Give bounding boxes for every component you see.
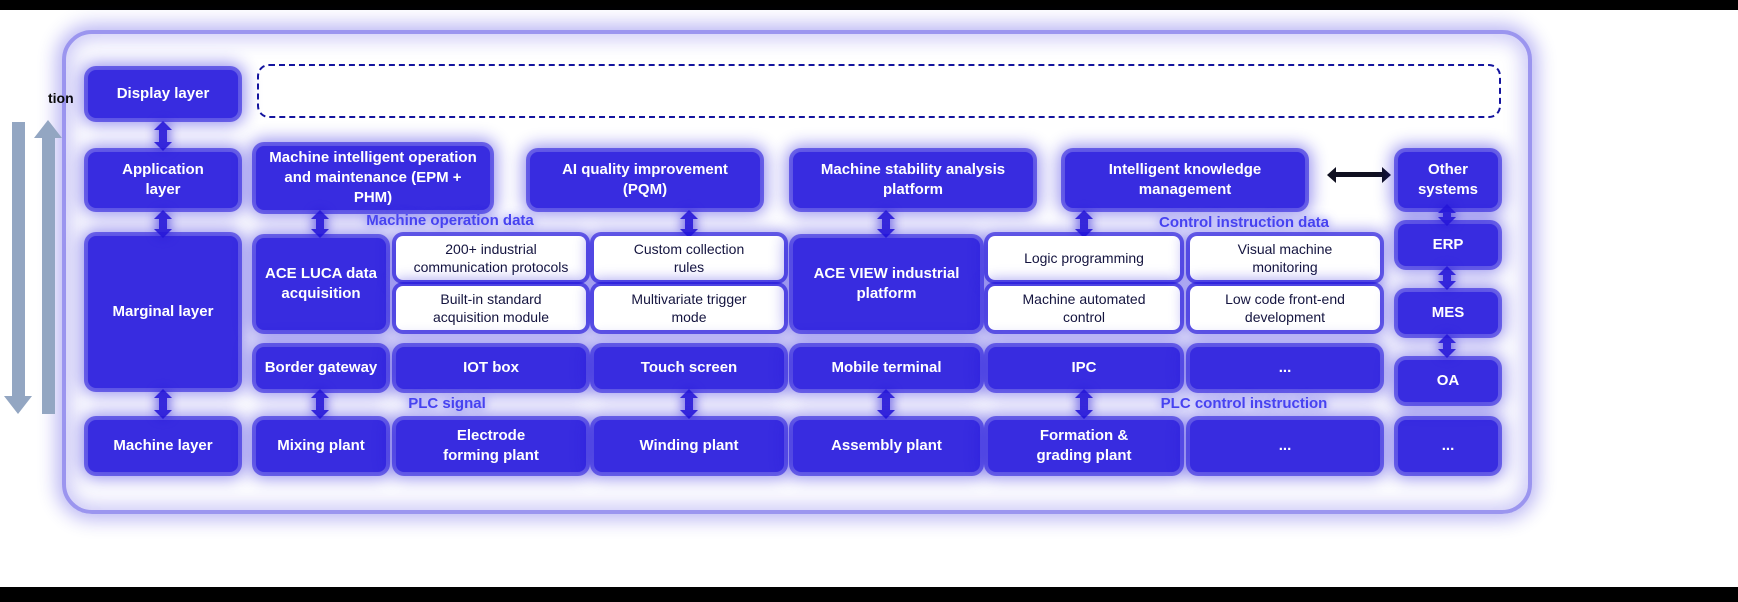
- up-down-arrow-icon: [154, 210, 172, 238]
- layer-label-application: Application layer: [88, 152, 238, 208]
- up-down-arrow-icon: [1075, 389, 1093, 419]
- machine-mixing-plant: Mixing plant: [256, 420, 386, 472]
- device-mobile-terminal: Mobile terminal: [793, 347, 980, 389]
- device-ellipsis: ...: [1190, 347, 1380, 389]
- up-down-arrow-icon: [311, 210, 329, 238]
- up-down-arrow-icon: [1075, 210, 1093, 238]
- feature-standard-acquisition-module: Built-in standard acquisition module: [396, 286, 586, 330]
- up-down-arrow-icon: [1438, 266, 1456, 290]
- platform-boundary-outline: [62, 30, 1532, 514]
- up-down-arrow-icon: [154, 389, 172, 419]
- machine-ellipsis-right: ...: [1398, 420, 1498, 472]
- feature-machine-automated-control: Machine automated control: [988, 286, 1180, 330]
- app-node-knowledge-management: Intelligent knowledge management: [1065, 152, 1305, 208]
- marginal-node-ace-luca: ACE LUCA data acquisition: [256, 238, 386, 330]
- other-system-mes: MES: [1398, 292, 1498, 334]
- other-systems-header: Other systems: [1398, 152, 1498, 208]
- device-border-gateway: Border gateway: [256, 347, 386, 389]
- machine-assembly-plant: Assembly plant: [793, 420, 980, 472]
- display-layer-dashed-region: [257, 64, 1501, 118]
- machine-winding-plant: Winding plant: [594, 420, 784, 472]
- up-down-arrow-icon: [877, 210, 895, 238]
- flow-label-control-instruction-data: Control instruction data: [1159, 214, 1329, 231]
- down-arrow-head: [4, 396, 32, 414]
- device-ipc: IPC: [988, 347, 1180, 389]
- app-node-stability-platform: Machine stability analysis platform: [793, 152, 1033, 208]
- feature-multivariate-trigger-mode: Multivariate trigger mode: [594, 286, 784, 330]
- left-right-arrow-icon: [1327, 167, 1391, 183]
- up-arrow-shaft: [42, 138, 55, 414]
- layer-label-machine: Machine layer: [88, 420, 238, 472]
- machine-electrode-forming-plant: Electrode forming plant: [396, 420, 586, 472]
- up-down-arrow-icon: [680, 210, 698, 238]
- app-node-epm-phm: Machine intelligent operation and mainte…: [256, 146, 490, 210]
- marginal-node-ace-view: ACE VIEW industrial platform: [793, 238, 980, 330]
- other-system-erp: ERP: [1398, 224, 1498, 266]
- layer-label-display: Display layer: [88, 70, 238, 118]
- down-arrow-shaft: [12, 122, 25, 396]
- feature-visual-machine-monitoring: Visual machine monitoring: [1190, 236, 1380, 280]
- up-down-arrow-icon: [680, 389, 698, 419]
- device-iot-box: IOT box: [396, 347, 586, 389]
- partial-text: tion: [48, 90, 74, 106]
- app-node-pqm: AI quality improvement (PQM): [530, 152, 760, 208]
- flow-label-machine-operation-data: Machine operation data: [366, 212, 534, 229]
- up-down-arrow-icon: [877, 389, 895, 419]
- up-arrow-head: [34, 120, 62, 138]
- flow-label-plc-signal: PLC signal: [408, 395, 486, 412]
- up-down-arrow-icon: [154, 121, 172, 151]
- machine-formation-grading-plant: Formation & grading plant: [988, 420, 1180, 472]
- feature-custom-collection-rules: Custom collection rules: [594, 236, 784, 280]
- up-down-arrow-icon: [1438, 204, 1456, 226]
- feature-logic-programming: Logic programming: [988, 236, 1180, 280]
- up-down-arrow-icon: [1438, 334, 1456, 358]
- flow-label-plc-control-instruction: PLC control instruction: [1160, 395, 1328, 412]
- machine-ellipsis: ...: [1190, 420, 1380, 472]
- other-system-oa: OA: [1398, 360, 1498, 402]
- layer-label-marginal: Marginal layer: [88, 236, 238, 388]
- feature-low-code-development: Low code front-end development: [1190, 286, 1380, 330]
- up-down-arrow-icon: [311, 389, 329, 419]
- feature-communication-protocols: 200+ industrial communication protocols: [396, 236, 586, 280]
- device-touch-screen: Touch screen: [594, 347, 784, 389]
